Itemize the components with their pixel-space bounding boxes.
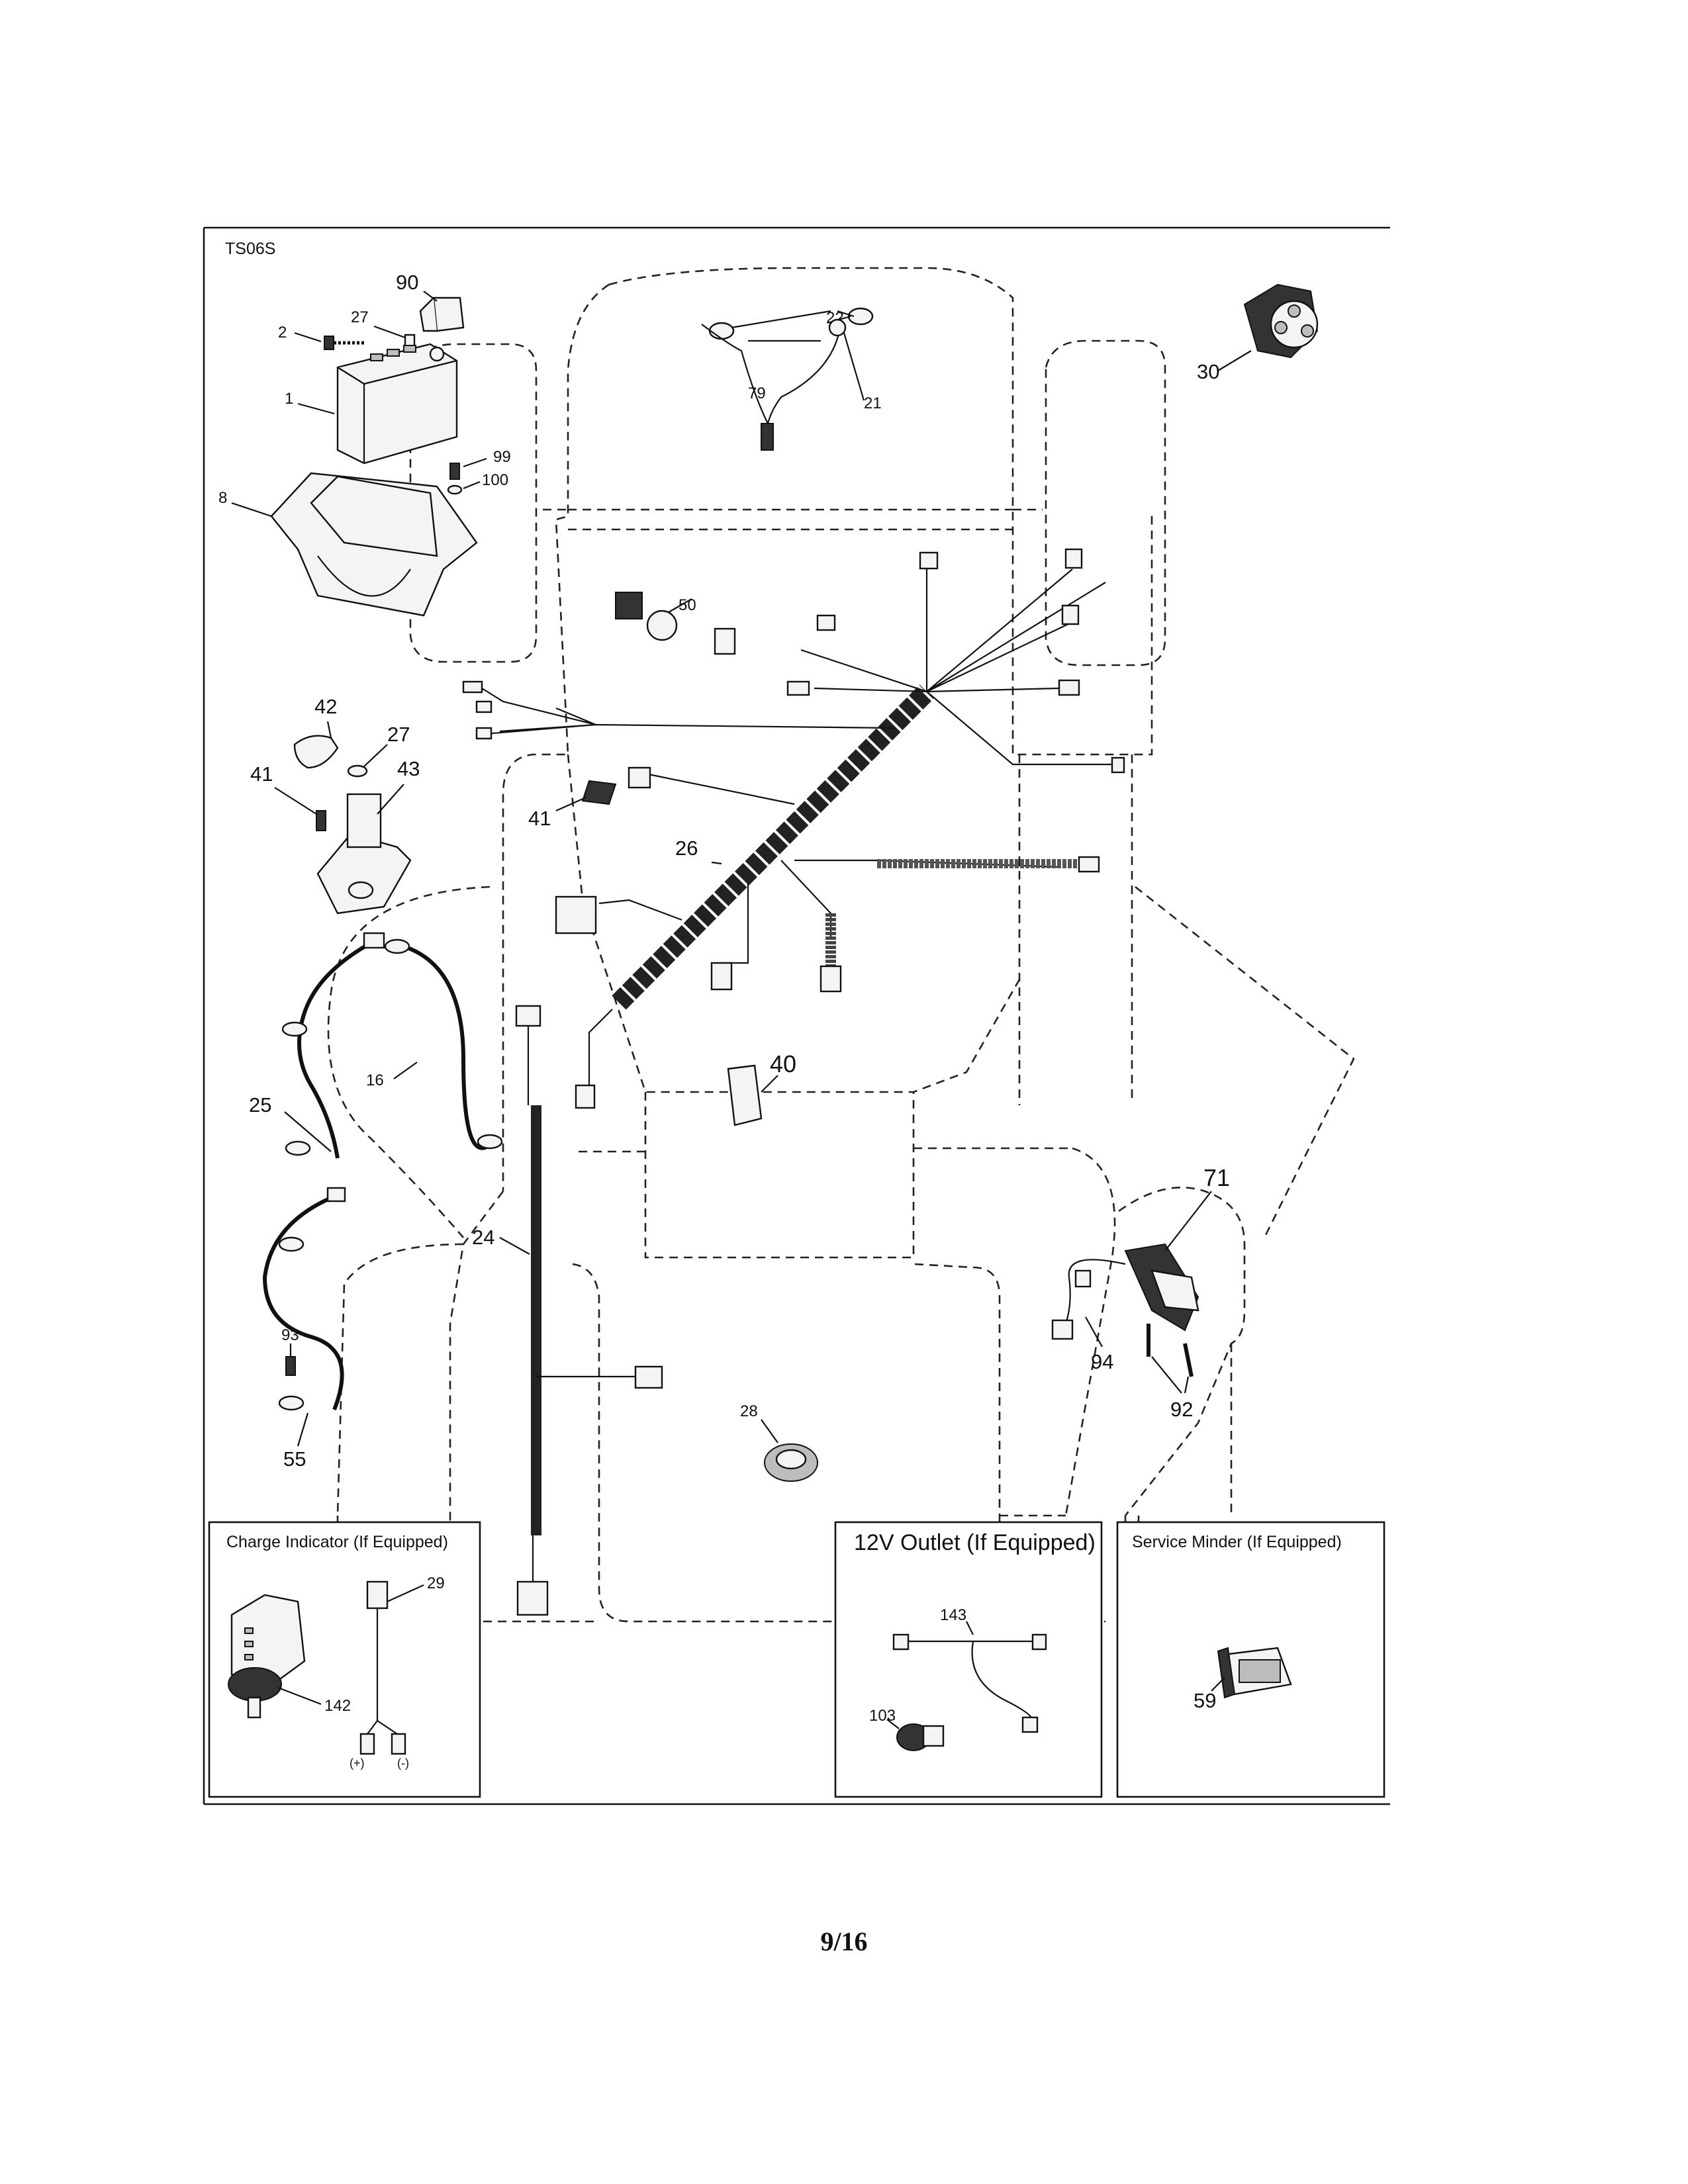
part-16-switch (727, 1064, 778, 1126)
part-43-solenoid (316, 784, 412, 915)
callout-50: 50 (679, 596, 696, 614)
terminal-plus: (+) (350, 1756, 365, 1770)
part-99-bolt (449, 457, 487, 480)
part-1-battery (297, 343, 458, 465)
part-2-bolt (294, 332, 364, 350)
callout-25: 16 (366, 1071, 384, 1089)
part-94-module (1124, 1191, 1212, 1332)
part-29-plug (761, 1419, 818, 1482)
callout-55: 93 (281, 1326, 299, 1344)
part-50-switch (615, 592, 692, 641)
diagram-frame (203, 226, 1390, 1805)
part-40-main-harness (462, 548, 1125, 1109)
callout-46: 59 (1194, 1689, 1216, 1712)
callout-103: 143 (940, 1606, 966, 1624)
callout-40: 26 (675, 837, 698, 860)
part-55-bolt (285, 1343, 296, 1376)
part-25-cable (384, 938, 503, 1150)
charge-indicator-title: Charge Indicator (If Equipped) (226, 1533, 448, 1551)
callout-100: 100 (482, 471, 508, 489)
part-79-wires (701, 324, 842, 451)
part-42-boot (293, 721, 339, 769)
part-100-washer (447, 480, 481, 495)
callout-99: 99 (493, 448, 511, 466)
terminal-minus: (-) (397, 1756, 409, 1770)
part-41-bolt (274, 787, 326, 831)
callout-8: 8 (218, 489, 227, 507)
callout-142: 29 (427, 1574, 445, 1592)
callout-16: 40 (770, 1050, 796, 1077)
part-27-nut-solenoid (347, 744, 388, 778)
part-28-cable (262, 1187, 346, 1447)
part-90-terminal-cover (419, 291, 465, 332)
part-26-relay (555, 780, 617, 812)
callout-42: 42 (314, 695, 337, 718)
callout-41-label: 41 (250, 762, 273, 786)
callout-21: 21 (864, 394, 882, 412)
callout-59: 103 (869, 1707, 896, 1725)
callout-26: 41 (528, 807, 551, 830)
callout-90: 90 (396, 271, 418, 294)
callout-71: 24 (472, 1226, 494, 1249)
callout-94: 71 (1203, 1164, 1230, 1191)
part-8-battery-tray (231, 472, 478, 617)
outlet-12v-box: 12V Outlet (If Equipped) 143 103 (834, 1521, 1103, 1798)
callout-43: 43 (397, 757, 420, 780)
callout-93: 92 (1170, 1398, 1193, 1421)
service-minder-box: Service Minder (If Equipped) 59 (1116, 1521, 1385, 1798)
callout-92: 94 (1091, 1350, 1113, 1373)
callout-27-solenoid: 27 (387, 723, 410, 746)
service-minder-title: Service Minder (If Equipped) (1132, 1533, 1342, 1551)
part-21-socket (828, 318, 865, 401)
callout-79: 79 (748, 385, 766, 402)
model-code: TS06S (225, 240, 275, 258)
part-30-ignition-switch (1217, 283, 1319, 371)
callout-2: 2 (278, 324, 287, 341)
callout-27-top: 27 (351, 308, 369, 326)
callout-24: 25 (249, 1093, 271, 1116)
callout-30: 30 (1197, 360, 1219, 383)
part-93-screws (1147, 1324, 1194, 1394)
callout-143: 142 (324, 1697, 351, 1715)
callout-28: 55 (283, 1447, 306, 1471)
charge-indicator-box: Charge Indicator (If Equipped) 142 29 (+… (208, 1521, 481, 1798)
part-22-headlights (708, 307, 874, 340)
part-92-harness (1051, 1259, 1126, 1347)
part-71-harness (499, 1005, 663, 1616)
outlet-12v-title: 12V Outlet (If Equipped) (854, 1530, 1096, 1555)
callout-29: 28 (740, 1402, 758, 1420)
part-24-cable (281, 932, 385, 1159)
page-number: 9/16 (820, 1927, 868, 1956)
callout-1: 1 (285, 390, 293, 408)
